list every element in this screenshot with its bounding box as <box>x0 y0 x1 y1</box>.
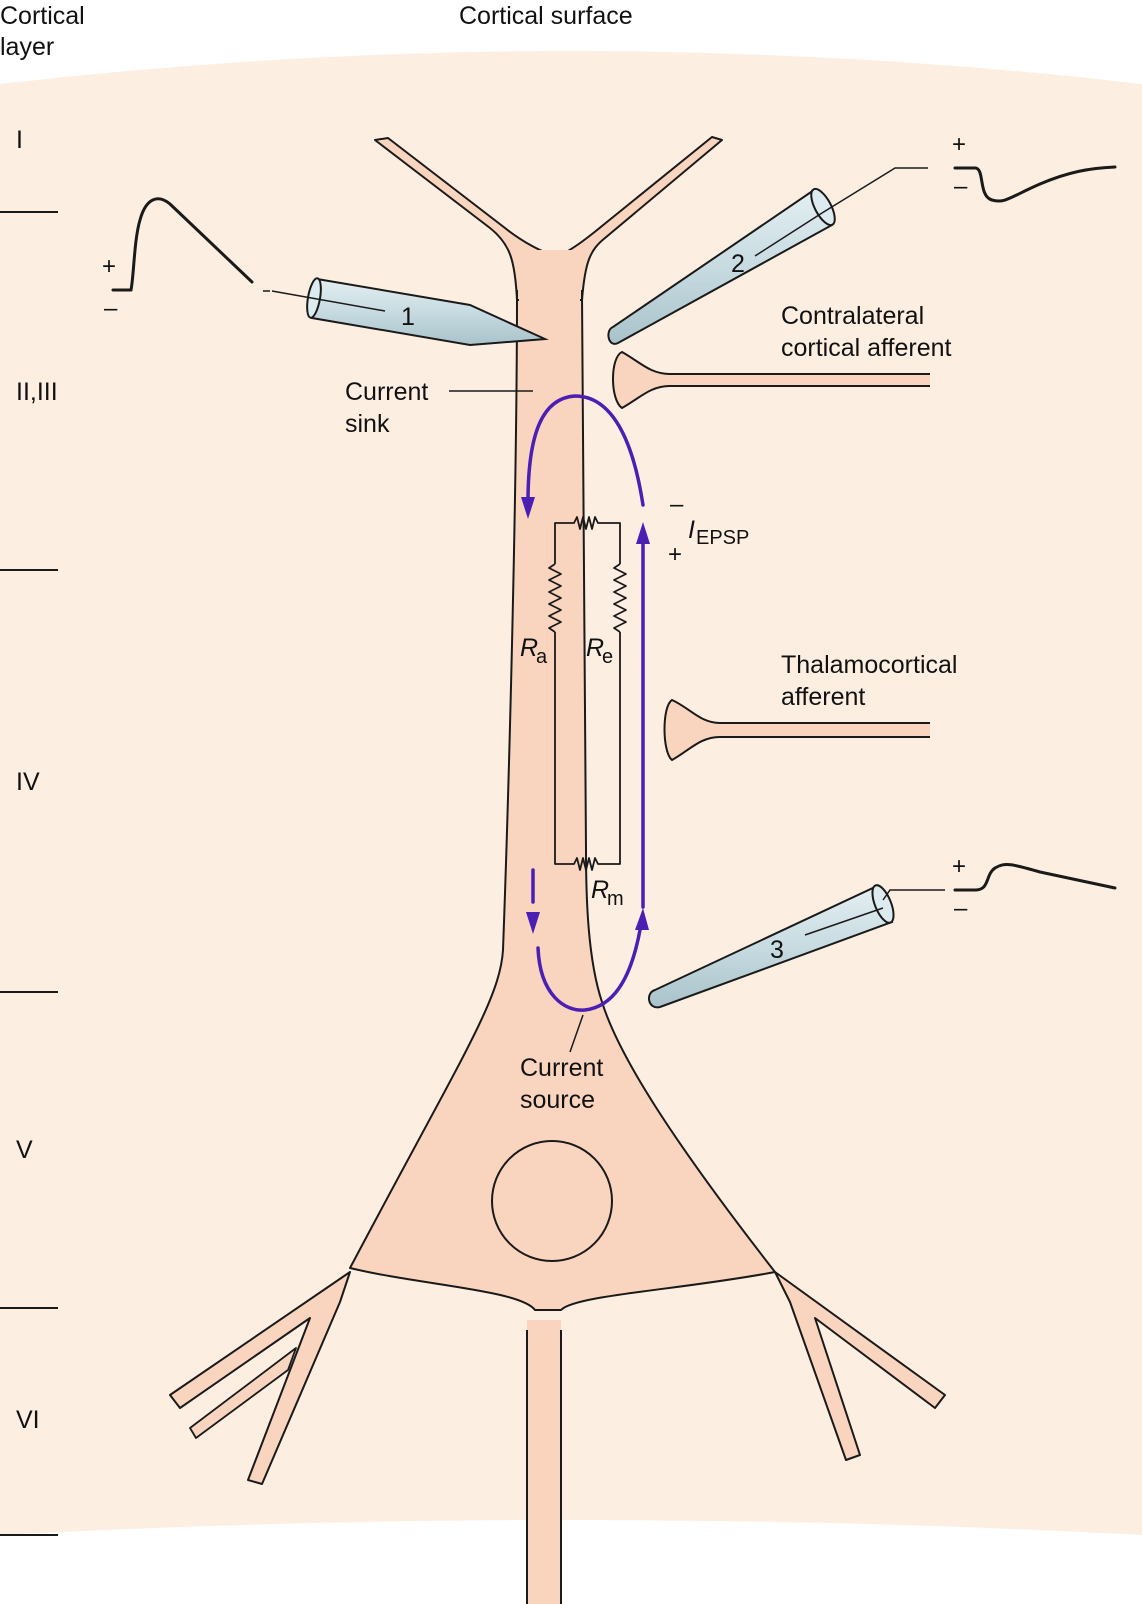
iepsp-subscript: EPSP <box>696 527 749 549</box>
current-loop-top-arc <box>526 394 645 507</box>
thalamocortical-afferent-label: Thalamocortical <box>781 651 957 679</box>
electrode-1: 1 <box>263 277 549 347</box>
waveform-2 <box>953 165 1117 203</box>
current-source-label-line2: source <box>520 1086 595 1114</box>
resistor-re <box>613 563 627 633</box>
iepsp-plus: + <box>668 541 682 568</box>
layer-label-i: I <box>16 126 23 154</box>
arrow-up-right-lower <box>635 908 649 930</box>
waveform-3-minus: – <box>954 895 968 922</box>
cortical-layer-title-line2: layer <box>0 33 54 61</box>
thalamocortical-afferent-label-line2: afferent <box>781 683 865 711</box>
current-source-label: Current <box>520 1054 603 1082</box>
arrow-down-upper <box>521 497 535 519</box>
electrode-2: 2 <box>607 167 928 345</box>
re-subscript: e <box>602 646 613 668</box>
rm-subscript: m <box>607 888 624 910</box>
soma-and-apical-trunk <box>349 294 776 1311</box>
current-arrowheads <box>521 497 650 934</box>
basal-dendrite-left-branch <box>189 1347 297 1439</box>
cortical-layer-title: Cortical <box>0 2 85 30</box>
nucleus <box>491 1140 613 1262</box>
ra-label: R <box>520 634 538 662</box>
layer-boundaries <box>0 211 58 1536</box>
equivalent-circuit <box>548 516 627 871</box>
rm-label: R <box>591 876 609 904</box>
electrode-1-number: 1 <box>401 303 415 331</box>
contralateral-afferent-label: Contralateral <box>781 302 924 330</box>
waveform-2-plus: + <box>952 131 966 158</box>
resistor-ra <box>548 563 562 633</box>
cortical-surface-label: Cortical surface <box>459 2 633 30</box>
afferents <box>612 350 930 762</box>
waveform-2-minus: – <box>954 173 968 200</box>
electrode-3: 3 <box>648 884 945 1009</box>
waveform-1 <box>111 197 254 292</box>
electrode-2-number: 2 <box>731 250 745 278</box>
re-label: R <box>586 634 604 662</box>
layer-label-vi: VI <box>16 1406 40 1434</box>
arrow-up-right-upper <box>636 522 650 544</box>
pyramidal-neuron <box>169 136 946 1604</box>
contralateral-afferent-label-line2: cortical afferent <box>781 334 952 362</box>
basal-dendrite-left <box>169 1271 351 1485</box>
waveform-1-plus: + <box>102 253 116 280</box>
basal-dendrite-right <box>774 1271 946 1461</box>
leader-lines <box>449 390 584 1053</box>
waveform-3-plus: + <box>952 853 966 880</box>
waveform-1-minus: – <box>104 295 118 322</box>
electrode-3-number: 3 <box>770 936 784 964</box>
layer-label-ii-iii: II,III <box>16 378 58 406</box>
contralateral-afferent-terminal <box>612 350 930 410</box>
current-loop-bottom-arc <box>536 916 644 1012</box>
arrow-down-lower <box>526 912 540 934</box>
current-sink-label: Current <box>345 378 428 406</box>
iepsp-label: I <box>688 516 695 544</box>
ra-subscript: a <box>536 646 548 668</box>
thalamocortical-afferent-terminal <box>663 698 930 762</box>
axon <box>527 1320 561 1604</box>
waveform-3 <box>953 863 1117 892</box>
current-loop <box>526 394 645 1012</box>
iepsp-minus: – <box>670 491 684 518</box>
layer-label-v: V <box>16 1136 33 1164</box>
layer-label-iv: IV <box>16 768 40 796</box>
current-sink-label-line2: sink <box>345 410 390 438</box>
